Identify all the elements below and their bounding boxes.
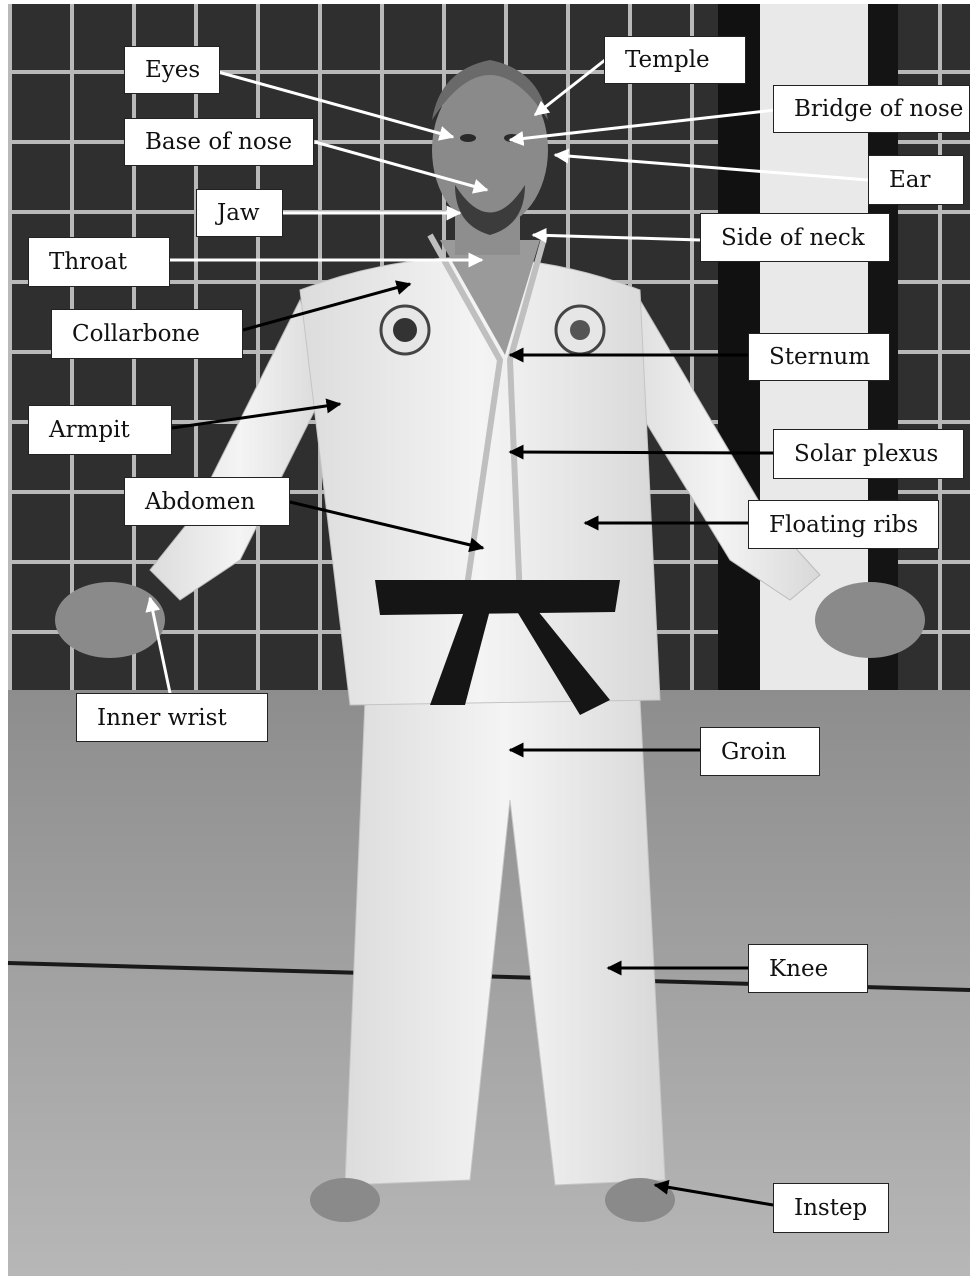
label-abdomen: Abdomen: [124, 477, 290, 526]
right-patch-emblem: [570, 320, 590, 340]
label-base-of-nose: Base of nose: [124, 118, 314, 166]
label-bridge-of-nose: Bridge of nose: [773, 85, 970, 133]
label-eyes: Eyes: [124, 46, 220, 94]
right-hand: [815, 582, 925, 658]
label-instep: Instep: [773, 1183, 889, 1233]
label-throat: Throat: [28, 237, 170, 287]
label-jaw: Jaw: [196, 189, 283, 237]
label-inner-wrist: Inner wrist: [76, 693, 268, 742]
label-temple: Temple: [604, 36, 746, 84]
label-knee: Knee: [748, 944, 868, 993]
left-hand: [55, 582, 165, 658]
label-solar-plexus: Solar plexus: [773, 429, 964, 479]
label-side-of-neck: Side of neck: [700, 213, 890, 262]
left-foot: [310, 1178, 380, 1222]
label-armpit: Armpit: [28, 405, 172, 455]
black-belt: [375, 580, 620, 615]
label-collarbone: Collarbone: [51, 309, 243, 359]
left-patch-emblem: [393, 318, 417, 342]
label-floating-ribs: Floating ribs: [748, 500, 939, 549]
label-ear: Ear: [868, 155, 964, 205]
label-sternum: Sternum: [748, 333, 890, 381]
label-groin: Groin: [700, 727, 820, 776]
arrow-solar-plexus: [510, 452, 773, 453]
right-foot: [605, 1178, 675, 1222]
left-eye: [460, 134, 476, 142]
